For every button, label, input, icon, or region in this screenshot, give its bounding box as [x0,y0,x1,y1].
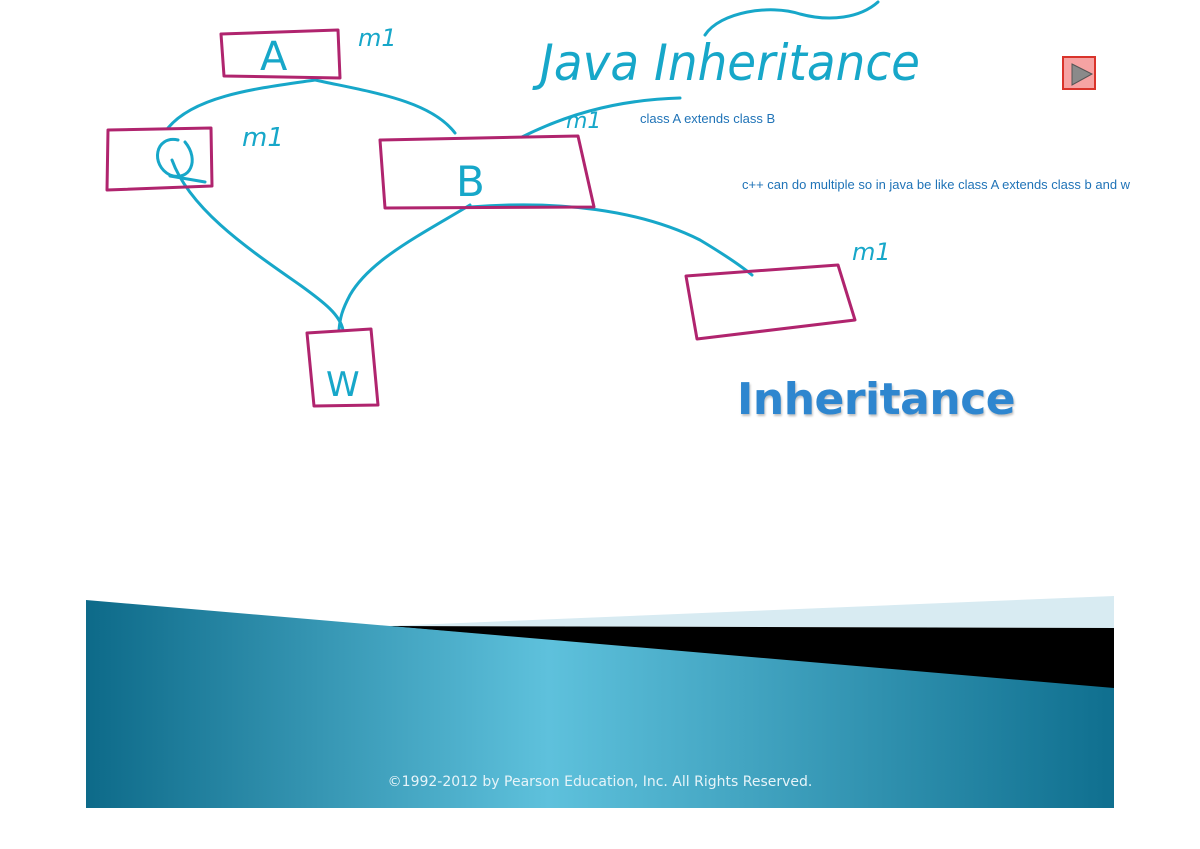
play-triangle-icon [1071,63,1094,86]
connector-b-to-w [337,203,472,332]
banner-teal-block [86,600,1114,808]
slide-title: Inheritance [737,374,1016,425]
banner-light-band [388,596,1114,628]
m1-marks: m1 m1 m1 m1 [242,24,891,266]
box-labels: A B W [260,34,485,405]
box-a [219,28,342,80]
box-q [105,126,214,192]
connector-lines [156,78,754,332]
m1-mark-empty: m1 [852,238,891,266]
handwritten-heading: Java Inheritance [532,34,920,92]
box-w [305,327,380,408]
box-b [378,134,596,210]
box-empty [684,263,857,341]
heading-flourish [703,0,880,37]
m1-mark-b: m1 [566,109,601,134]
connector-a-to-q [166,78,317,130]
m1-mark-a: m1 [358,24,397,52]
note-class-a-extends-b: class A extends class B [640,111,776,126]
connector-b-to-empty [468,203,754,277]
connector-b-to-heading [520,96,682,139]
next-slide-button[interactable] [1062,56,1096,90]
m1-mark-q: m1 [242,123,284,153]
note-cpp-multiple-inheritance: c++ can do multiple so in java be like c… [742,177,1131,192]
connector-a-to-b [313,78,457,135]
box-a-label: A [260,34,288,80]
copyright-notice: ©1992-2012 by Pearson Education, Inc. Al… [387,774,813,790]
q-box-glyph [156,138,207,184]
box-b-label: B [456,157,485,206]
box-w-label: W [326,365,360,405]
class-boxes [105,28,857,408]
connector-q-to-w [170,158,345,332]
